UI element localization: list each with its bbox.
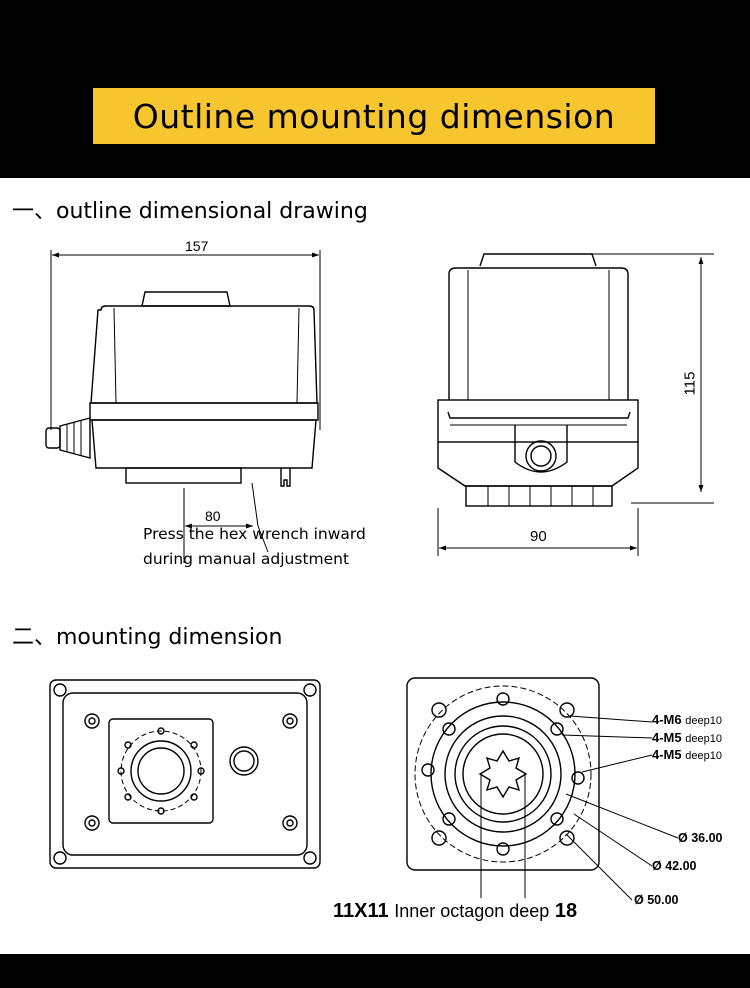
thread-label-2: 4-M5 deep10 — [652, 730, 722, 745]
octagon-depth: 18 — [554, 900, 578, 922]
flange-view — [406, 677, 679, 901]
thread-1: 4-M6 — [652, 712, 682, 727]
thread-3: 4-M5 — [652, 747, 682, 762]
title-banner: Outline mounting dimension — [93, 88, 655, 144]
diameter-50: Ø 50.00 — [634, 893, 679, 907]
note-line-2: during manual adjustment — [143, 550, 350, 568]
thread-label-1: 4-M6 deep10 — [652, 712, 722, 727]
diameter-36: Ø 36.00 — [678, 831, 723, 845]
octagon-label: 11X11 Inner octagon deep 18 — [333, 900, 577, 923]
dim-depth-90: 90 — [530, 528, 547, 545]
section-2-heading: 二、mounting dimension — [12, 625, 283, 650]
side-view — [437, 253, 714, 556]
octagon-size: 11X11 — [333, 900, 389, 922]
octagon-text: Inner octagon deep — [394, 901, 550, 921]
thread-label-3: 4-M5 deep10 — [652, 747, 722, 762]
dim-height-115: 115 — [681, 371, 699, 396]
thread-1-depth: deep10 — [685, 715, 722, 727]
drawing-sheet: 一、outline dimensional drawing 157 80 Pre… — [0, 178, 750, 954]
technical-drawing — [45, 250, 714, 901]
front-view — [45, 250, 321, 563]
dim-offset-80: 80 — [205, 508, 221, 524]
note-line-1: Press the hex wrench inward — [143, 525, 366, 543]
page-title: Outline mounting dimension — [132, 96, 616, 136]
dim-width-157: 157 — [185, 238, 209, 254]
thread-2: 4-M5 — [652, 730, 682, 745]
bottom-view — [49, 679, 321, 869]
thread-2-depth: deep10 — [685, 733, 722, 745]
diameter-42: Ø 42.00 — [652, 859, 697, 873]
thread-3-depth: deep10 — [685, 750, 722, 762]
section-1-heading: 一、outline dimensional drawing — [12, 199, 368, 224]
